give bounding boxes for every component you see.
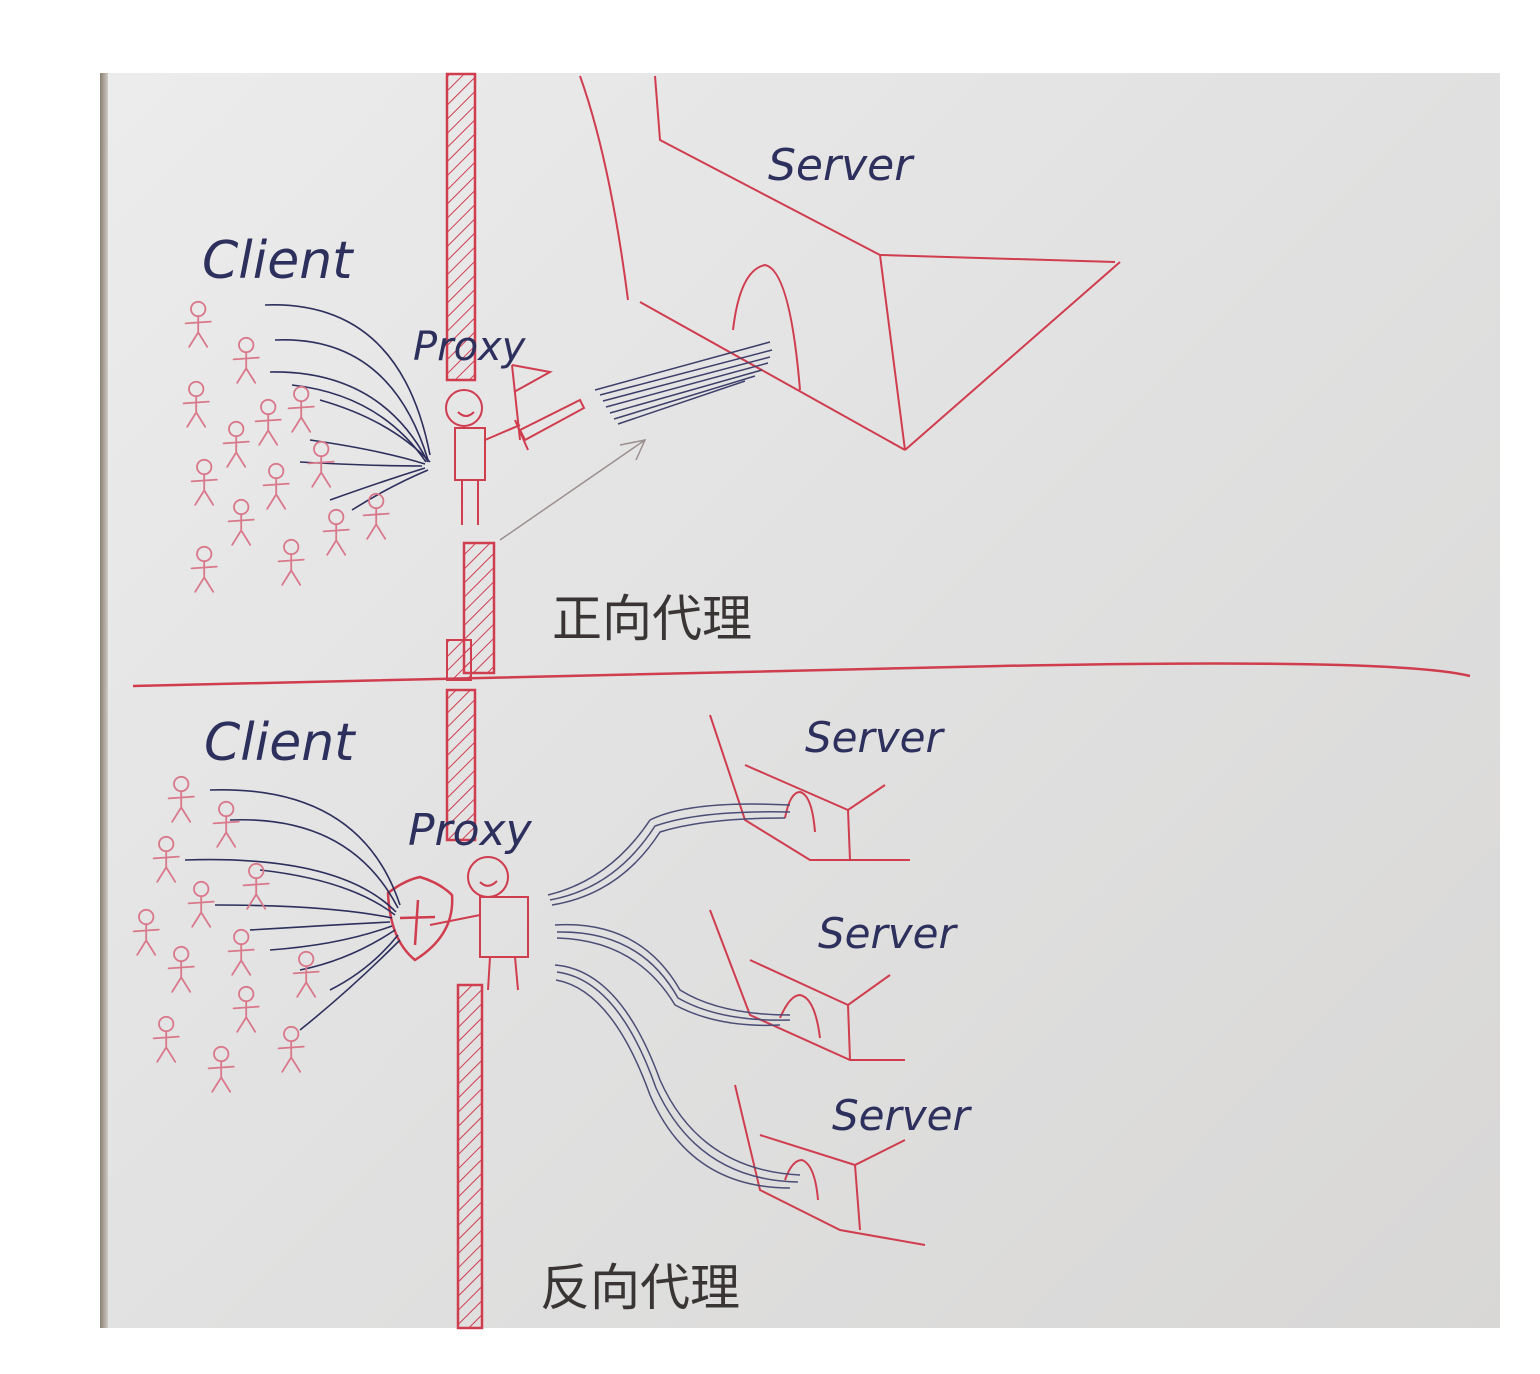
reverse-proxy-figure [429,856,529,991]
reverse-server-label-3: Server [832,1091,972,1140]
forward-server-building [579,75,1121,451]
reverse-client-label: Client [204,713,356,773]
shield-icon [386,875,454,962]
reverse-proxy-section: Client Proxy Server Server Server 反向代理 [132,688,972,1330]
reverse-proxy-label: Proxy [408,805,533,856]
reverse-server-2 [709,909,905,1061]
reverse-server-3 [734,1084,926,1246]
forward-arrow [499,438,647,541]
sword-icon [514,398,586,451]
reverse-caption: 反向代理 [540,1259,740,1317]
reverse-server-lines [547,803,801,1189]
reverse-server-label-1: Server [805,713,945,762]
forward-client-label: Client [202,231,354,291]
forward-proxy-section: Client Proxy Server 正向代理 [182,72,1121,681]
paper-sheet [100,73,1500,1328]
forward-proxy-label: Proxy [413,324,527,370]
flag-icon [511,364,553,441]
paper-edge [100,73,108,1328]
reverse-server-label-2: Server [818,909,958,958]
forward-caption: 正向代理 [552,590,752,648]
forward-server-label: Server [768,140,915,191]
reverse-wall [445,688,484,1330]
section-divider [132,662,1471,688]
forward-client-crowd [182,300,390,593]
forward-proxy-figure [445,389,521,525]
reverse-client-lines [184,789,401,1031]
forward-wall [445,72,496,681]
forward-request-beams [594,341,773,425]
